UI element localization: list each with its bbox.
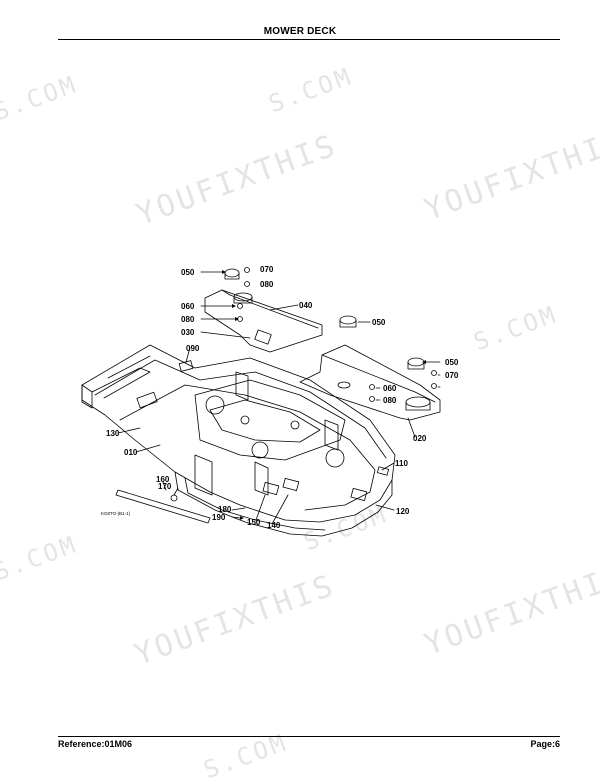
- part-label-080: 080: [260, 280, 274, 289]
- part-label-070: 070: [445, 371, 459, 380]
- page-title: MOWER DECK: [263, 26, 337, 37]
- header-rule: [58, 39, 560, 40]
- part-label-050: 050: [372, 318, 386, 327]
- part-label-140: 140: [267, 521, 281, 530]
- reference-code: Reference:01M06: [58, 739, 133, 749]
- page-number: Page:6: [530, 739, 560, 749]
- part-label-050: 050: [445, 358, 459, 367]
- part-label-160: 160: [156, 475, 170, 484]
- part-label-070: 070: [260, 265, 274, 274]
- drawing-code: KG8TO-(B1-1): [101, 511, 131, 516]
- part-label-110: 110: [395, 459, 408, 468]
- part-label-130: 130: [106, 429, 120, 438]
- part-label-170: 170: [158, 482, 172, 491]
- part-label-030: 030: [181, 328, 195, 337]
- part-label-180: 180: [218, 505, 232, 514]
- part-label-050: 050: [181, 268, 195, 277]
- part-label-040: 040: [299, 301, 313, 310]
- footer-rule: [58, 736, 560, 737]
- part-label-090: 090: [186, 344, 200, 353]
- part-label-150: 150: [247, 518, 261, 527]
- part-label-120: 120: [396, 507, 410, 516]
- part-label-080: 080: [383, 396, 397, 405]
- part-label-060: 060: [181, 302, 195, 311]
- part-label-020: 020: [413, 434, 427, 443]
- part-label-080: 080: [181, 315, 195, 324]
- part-label-010: 010: [124, 448, 138, 457]
- part-label-060: 060: [383, 384, 397, 393]
- part-label-190: 190: [212, 513, 226, 522]
